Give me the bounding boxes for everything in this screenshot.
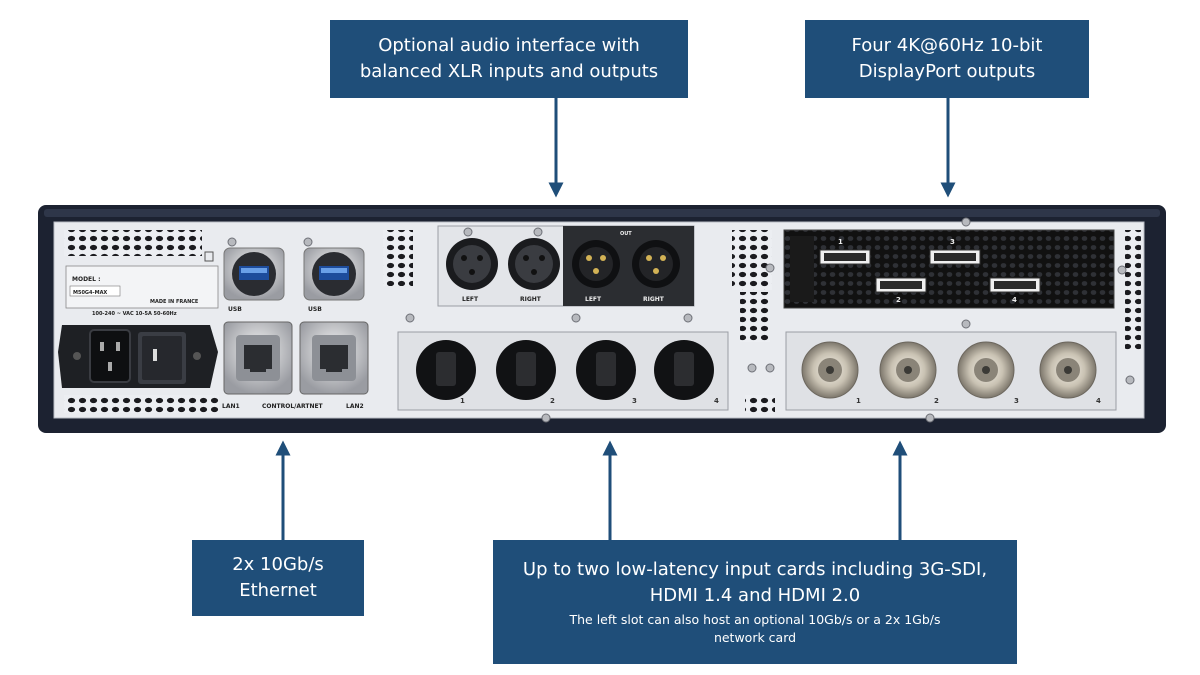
callout-displayport-text: Four 4K@60Hz 10-bit DisplayPort outputs [851, 35, 1043, 82]
power-rating-text: 100-240 ~ VAC 10-5A 50-60Hz [92, 311, 177, 317]
sdi-number-3: 3 [1014, 397, 1019, 405]
sdi-number-4: 4 [1096, 397, 1101, 405]
dp-number-2: 2 [896, 296, 901, 304]
xlr-output-right-label: RIGHT [643, 296, 665, 303]
callout-input-cards-text: Up to two low-latency input cards includ… [522, 559, 988, 606]
displayport-output-1[interactable] [819, 249, 871, 265]
model-label-text: MODEL : [72, 276, 100, 283]
xlr-output-left[interactable] [572, 240, 620, 288]
callout-ethernet: 2x 10Gb/s Ethernet [192, 540, 364, 616]
callout-audio-text: Optional audio interface with balanced X… [359, 35, 659, 82]
model-label: MODEL : M50G4-MAX MADE IN FRANCE 100-240… [65, 251, 219, 317]
xlr-input-right-label: RIGHT [520, 296, 542, 303]
usb-port-1[interactable] [223, 247, 285, 301]
displayport-output-3[interactable] [929, 249, 981, 265]
sdi-bnc-input-2[interactable] [879, 341, 937, 399]
made-in-text: MADE IN FRANCE [150, 299, 199, 305]
dp-number-4: 4 [1012, 296, 1017, 304]
sdi-number-2: 2 [934, 397, 939, 405]
xlr-input-left-label: LEFT [462, 296, 479, 303]
vent-grilles [64, 230, 1141, 413]
hdmi-input-4[interactable] [654, 340, 714, 400]
sdi-number-1: 1 [856, 397, 861, 405]
model-value-text: M50G4-MAX [73, 290, 107, 296]
lan1-label: LAN1 [222, 403, 240, 410]
dp-number-3: 3 [950, 238, 955, 246]
xlr-input-left[interactable] [446, 238, 498, 290]
usb-label-2: USB [308, 306, 322, 313]
panel-screws [227, 217, 1135, 423]
sdi-bnc-input-4[interactable] [1039, 341, 1097, 399]
power-switch[interactable] [138, 332, 186, 384]
xlr-output-right[interactable] [632, 240, 680, 288]
lan2-label: LAN2 [346, 403, 364, 410]
hdmi-number-4: 4 [714, 397, 719, 405]
callout-ethernet-text: 2x 10Gb/s Ethernet [232, 554, 324, 601]
displayport-output-4[interactable] [989, 277, 1041, 293]
displayport-output-2[interactable] [875, 277, 927, 293]
usb-port-2[interactable] [303, 247, 365, 301]
lock-icon [204, 251, 214, 262]
hdmi-input-1[interactable] [416, 340, 476, 400]
displayport-card [783, 229, 1115, 309]
hdmi-number-3: 3 [632, 397, 637, 405]
ethernet-port-2[interactable] [299, 321, 369, 395]
sdi-bnc-input-3[interactable] [957, 341, 1015, 399]
hdmi-input-3[interactable] [576, 340, 636, 400]
sdi-bnc-input-1[interactable] [801, 341, 859, 399]
callout-input-cards: Up to two low-latency input cards includ… [493, 540, 1017, 664]
control-artnet-label: CONTROL/ARTNET [262, 403, 324, 410]
callout-input-cards-subtext: The left slot can also host an optional … [569, 612, 941, 645]
dp-number-1: 1 [838, 238, 843, 246]
hdmi-input-2[interactable] [496, 340, 556, 400]
hdmi-number-1: 1 [460, 397, 465, 405]
callout-displayport-outputs: Four 4K@60Hz 10-bit DisplayPort outputs [805, 20, 1089, 98]
xlr-input-right[interactable] [508, 238, 560, 290]
usb-label-1: USB [228, 306, 242, 313]
hdmi-number-2: 2 [550, 397, 555, 405]
xlr-output-header: OUT [620, 231, 632, 237]
xlr-output-left-label: LEFT [585, 296, 602, 303]
callout-audio-interface: Optional audio interface with balanced X… [330, 20, 688, 98]
ethernet-port-1[interactable] [223, 321, 293, 395]
